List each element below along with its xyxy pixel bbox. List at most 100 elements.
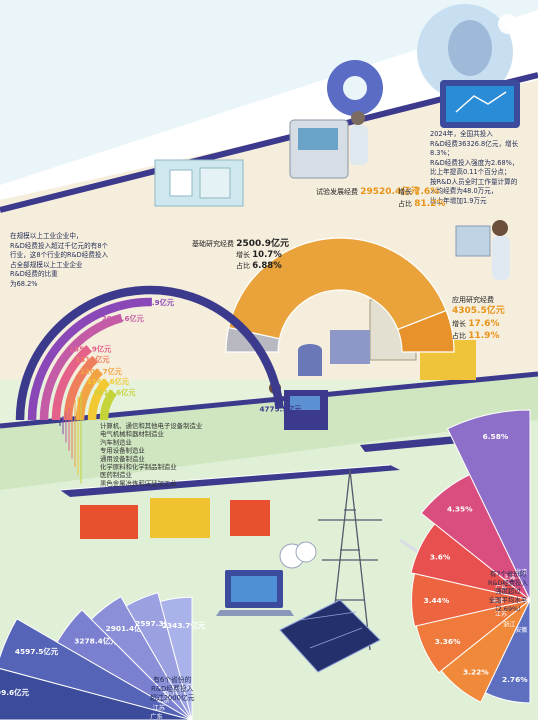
share-value: 81.2% bbox=[414, 199, 446, 210]
growth-label: 增长 bbox=[452, 319, 466, 328]
intensity-wedge bbox=[411, 573, 531, 627]
callout-line: 强度超过 bbox=[495, 587, 521, 596]
industry-line: 为68.2% bbox=[10, 279, 38, 288]
solar-panel-icon bbox=[279, 599, 381, 673]
summary-line: 2024年，全国共投入 bbox=[430, 130, 493, 138]
industry-arc bbox=[51, 345, 93, 421]
intensity-wedge bbox=[440, 599, 531, 703]
industry-arc bbox=[63, 355, 99, 421]
intensity-value-label: 6.58% bbox=[483, 432, 509, 441]
callout-line: R&D经费投入 bbox=[151, 685, 194, 694]
intensity-value-label: 2.76% bbox=[502, 675, 528, 684]
province-name-label: 江苏 bbox=[153, 704, 165, 712]
industry-line: 行业，这8个行业的R&D经费投入 bbox=[10, 251, 109, 260]
industry-line: 占全部规模以上工业企业 bbox=[10, 260, 83, 269]
summary-line: 按R&D人员全时工作量计算的 bbox=[430, 177, 518, 186]
callout-line: 超过2000亿元 bbox=[150, 694, 195, 703]
industry-category-label: 专用设备制造业 bbox=[100, 446, 145, 455]
intensity-value-label: 3.36% bbox=[435, 637, 461, 646]
summary-line: 比上年增加1.9万元 bbox=[430, 196, 487, 205]
robot-arm-icon bbox=[80, 498, 270, 539]
robot-head-icon bbox=[417, 4, 513, 110]
experimental-value: 29520.4亿元 bbox=[360, 187, 420, 197]
industry-line: 在规模以上工业企业中， bbox=[10, 232, 83, 240]
industry-value-label: 2033.6亿元 bbox=[102, 314, 145, 323]
experimental-funding-label: 试验发展经费 29520.4亿元 bbox=[316, 186, 419, 198]
share-value: 11.9% bbox=[468, 330, 500, 341]
basic-growth: 增长 10.7% 占比 6.88% bbox=[236, 250, 282, 273]
applied-value: 4305.5亿元 bbox=[452, 306, 505, 317]
province-wedge bbox=[159, 596, 193, 720]
intensity-wedge bbox=[415, 599, 531, 674]
basic-label: 基础研究经费 bbox=[192, 240, 234, 248]
experimental-label: 试验发展经费 bbox=[316, 188, 358, 196]
donut-slice bbox=[227, 237, 447, 340]
donut-slice bbox=[396, 309, 455, 353]
province-name-label: 浙江 bbox=[163, 690, 175, 698]
province-name-label: 上海 bbox=[180, 683, 192, 691]
industry-value-label: 1312亿元 bbox=[75, 355, 110, 364]
industry-arc bbox=[99, 389, 117, 421]
summary-line: R&D经费36326.8亿元，增长8.3%； bbox=[430, 139, 519, 158]
province-value-label: 4597.5亿元 bbox=[15, 647, 59, 656]
top-band bbox=[0, 0, 538, 185]
industry-category-label: 汽车制造业 bbox=[100, 437, 133, 446]
summary-line: 人均经费为48.0万元， bbox=[430, 187, 498, 196]
intensity-name-label: 安徽 bbox=[515, 626, 527, 634]
province-value-label: 5099.6亿元 bbox=[0, 688, 30, 697]
intensity-name-label: 浙江 bbox=[503, 620, 515, 628]
province-name-label: 北京 bbox=[157, 696, 169, 704]
basic-value: 2500.9亿元 bbox=[236, 239, 289, 249]
province-value-label: 2343.7亿元 bbox=[162, 621, 206, 630]
researcher-figure-icon bbox=[455, 220, 510, 280]
intensity-value-label: 3.44% bbox=[424, 596, 450, 605]
callout-line: 有6个省份的 bbox=[153, 676, 192, 684]
province-name-label: 广东 bbox=[150, 713, 162, 720]
share-value: 6.88% bbox=[252, 261, 282, 272]
industry-category-label: 通用设备制造业 bbox=[100, 454, 145, 463]
industry-value-label: 1355.9亿元 bbox=[69, 344, 112, 353]
intensity-name-label: 广东 bbox=[495, 584, 507, 592]
growth-label: 增长 bbox=[398, 188, 412, 196]
provinces-over-2000-callout: 有6个省份的 R&D经费投入 超过2000亿元 bbox=[150, 676, 195, 704]
intensity-wedge bbox=[410, 523, 531, 601]
cloud-upload-icon bbox=[279, 541, 317, 569]
industry-value-label: 1145.6亿元 bbox=[87, 377, 130, 386]
industry-arc bbox=[39, 313, 123, 421]
intensity-name-label: 天津 bbox=[492, 598, 504, 605]
cloud-icon bbox=[498, 14, 530, 34]
growth-value: 7.6% bbox=[414, 187, 440, 197]
province-value-label: 3278.4亿元 bbox=[74, 636, 118, 645]
intensity-value-label: 4.35% bbox=[447, 504, 473, 513]
industry-value-label: 4775.5亿元 bbox=[260, 405, 303, 414]
summary-line: 比上年提高0.11个百分点； bbox=[430, 168, 511, 177]
industry-line: R&D经费的比重 bbox=[10, 270, 58, 279]
funding-type-donut bbox=[225, 237, 455, 353]
intensity-name-label: 上海 bbox=[503, 574, 515, 582]
intensity-name-label: 北京 bbox=[515, 568, 527, 576]
intensity-wedge bbox=[484, 599, 531, 704]
callout-line: （2.69%） bbox=[491, 604, 525, 613]
basic-funding-label: 基础研究经费 2500.9亿元 bbox=[192, 238, 289, 250]
industry-category-label: 电气机械和器材制造业 bbox=[100, 429, 165, 438]
industry-category-label: 计算机、通信和其他电子设备制造业 bbox=[100, 421, 203, 430]
province-value-label: 2597.3亿元 bbox=[135, 619, 179, 628]
callout-line: 全国平均水平 bbox=[488, 595, 528, 604]
industry-arc bbox=[75, 368, 103, 421]
industry-value-label: 2480.9亿元 bbox=[132, 298, 175, 307]
tablet-screen-icon bbox=[440, 80, 520, 128]
laptop-icon bbox=[216, 570, 294, 616]
power-tower-icon bbox=[318, 469, 382, 651]
industry-arc bbox=[27, 297, 152, 421]
growth-label: 增长 bbox=[236, 251, 250, 259]
industry-category-label: 医药制造业 bbox=[100, 470, 133, 479]
national-summary: 2024年，全国共投入 R&D经费36326.8亿元，增长8.3%； R&D经费… bbox=[430, 130, 536, 206]
growth-value: 17.6% bbox=[468, 318, 500, 329]
scientist-figure-icon bbox=[350, 111, 368, 165]
province-value-label: 2901.4亿元 bbox=[106, 624, 150, 633]
industry-category-label: 化学原料和化学制品制造业 bbox=[100, 462, 177, 471]
applied-label: 应用研究经费 bbox=[452, 296, 494, 304]
industry-arc-chart: 4775.5亿元2480.9亿元2033.6亿元1355.9亿元1312亿元12… bbox=[15, 285, 303, 487]
industry-arc bbox=[15, 285, 284, 421]
